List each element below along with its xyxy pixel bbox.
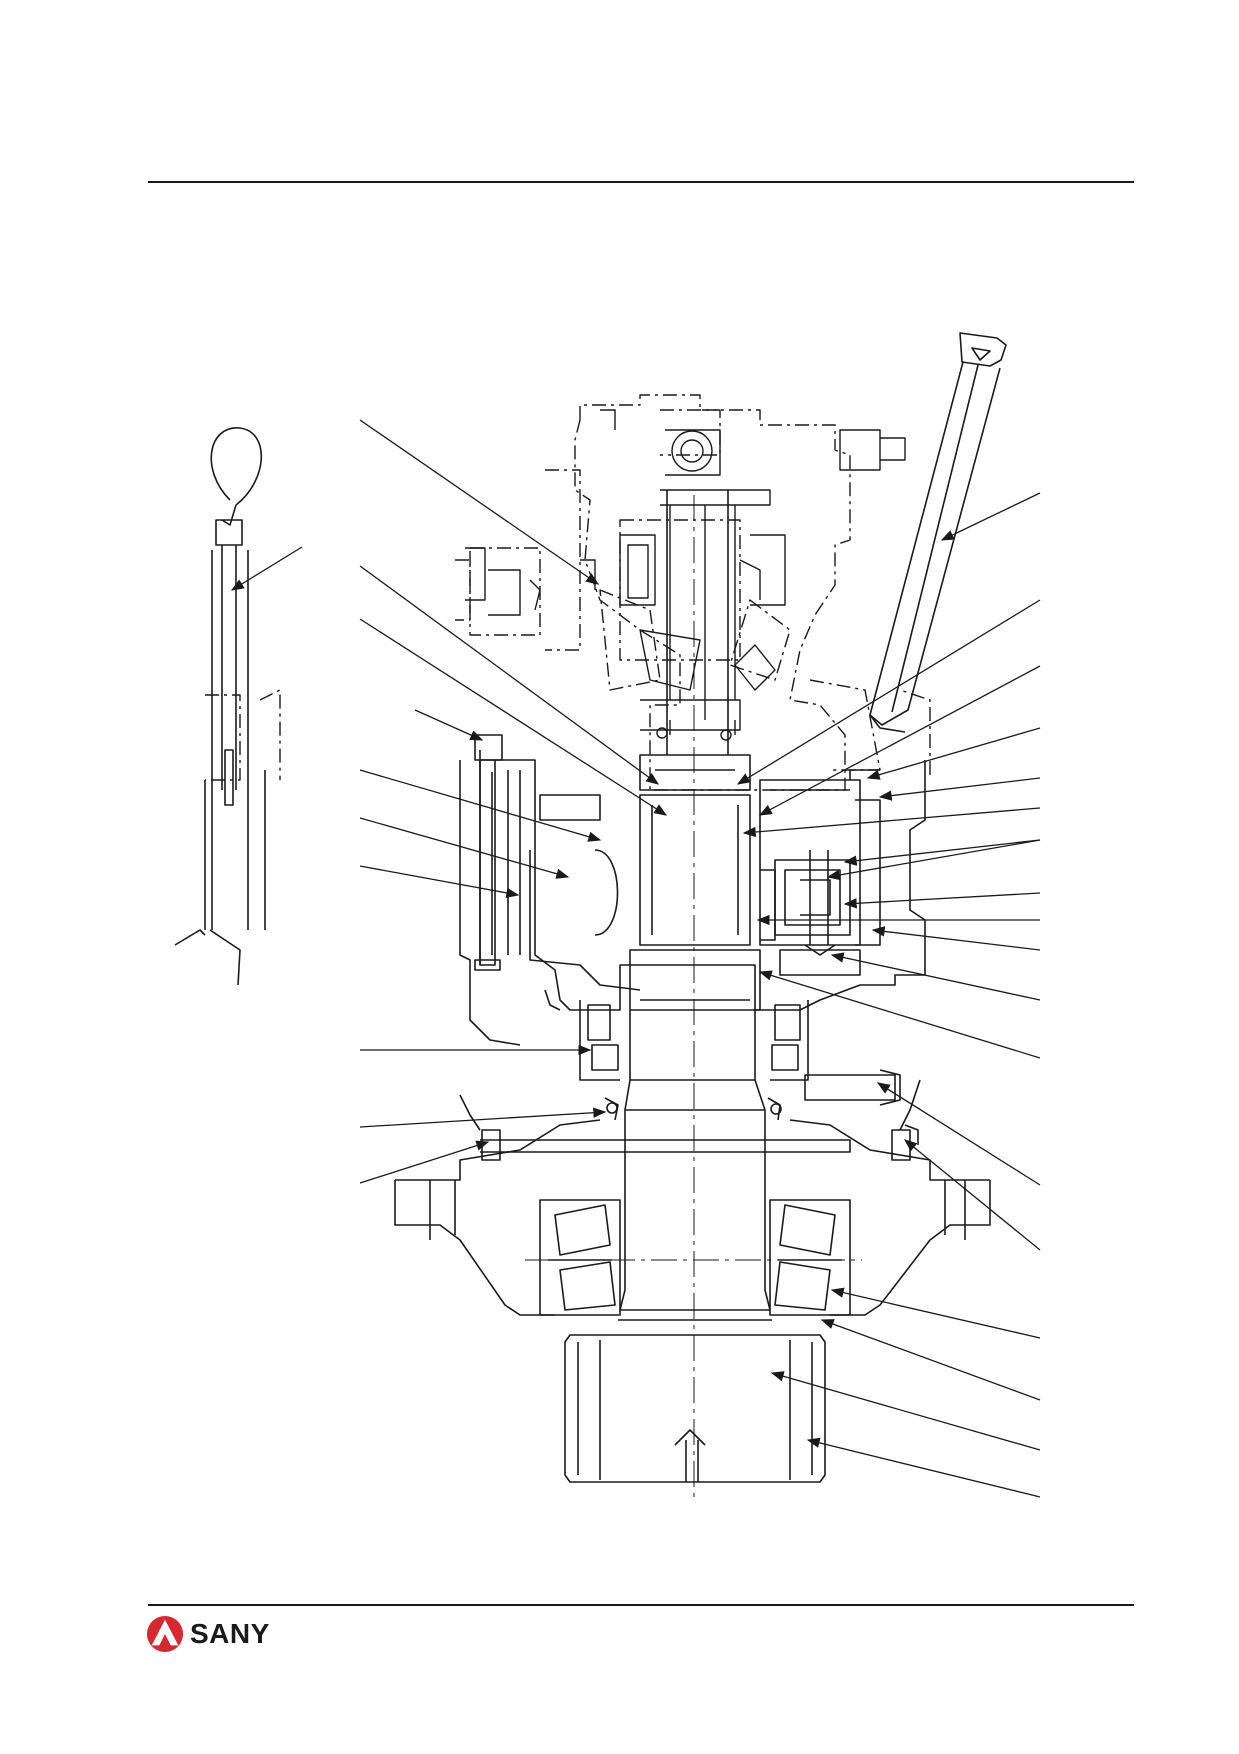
lower-bearing-left xyxy=(539,1199,621,1316)
upper-bearing-right xyxy=(770,1000,809,1081)
leader-14 xyxy=(758,665,1041,816)
leader-6 xyxy=(359,769,602,842)
lower-bearing-right xyxy=(769,1199,851,1316)
breather-pipe xyxy=(869,332,1007,733)
leader-17 xyxy=(742,807,1041,838)
leader-12 xyxy=(940,492,1041,541)
leader-30 xyxy=(806,1437,1041,1498)
leader-16 xyxy=(878,777,1041,801)
leader-29 xyxy=(770,1371,1041,1451)
through-bolts xyxy=(474,734,503,971)
lower-housing xyxy=(394,1079,991,1316)
leader-13 xyxy=(736,599,1041,785)
leader-2 xyxy=(230,546,303,591)
leader-27 xyxy=(830,1287,1041,1339)
leader-5 xyxy=(414,709,484,741)
leader-8 xyxy=(359,865,520,899)
oil-seal xyxy=(604,1097,782,1121)
drive-shaft-upper xyxy=(639,490,751,791)
level-gauge xyxy=(174,427,266,986)
plug-and-nipple xyxy=(480,1069,919,1161)
leader-19 xyxy=(826,839,1041,881)
leader-11 xyxy=(359,1140,490,1184)
pinion-gear xyxy=(564,1334,826,1483)
gear-housing xyxy=(459,750,926,1046)
planetary-gear-set xyxy=(759,769,881,976)
hydraulic-motor-detail xyxy=(465,409,906,741)
leader-23 xyxy=(830,952,1041,1001)
leader-26 xyxy=(903,1139,1041,1251)
upper-bearing-left xyxy=(579,1000,620,1081)
leader-lines xyxy=(230,419,1041,1498)
brand-name: SANY xyxy=(190,1618,270,1649)
leader-24 xyxy=(758,970,1041,1059)
footer-rule xyxy=(148,1604,1134,1606)
hydraulic-motor-outline xyxy=(205,394,931,791)
sany-logo-icon xyxy=(146,1615,184,1653)
sun-gear-and-carrier xyxy=(629,794,761,1011)
leader-4 xyxy=(359,618,668,816)
leader-7 xyxy=(359,817,570,879)
leader-20 xyxy=(843,892,1041,909)
leader-28 xyxy=(820,1319,1041,1401)
leader-22 xyxy=(871,926,1041,951)
leader-25 xyxy=(876,1082,1041,1186)
header-rule xyxy=(148,181,1134,183)
leader-18 xyxy=(843,839,1041,866)
output-shaft xyxy=(618,1010,772,1321)
brand-logo: SANY xyxy=(146,1614,270,1654)
leader-15 xyxy=(866,727,1041,780)
leader-10 xyxy=(359,1107,607,1128)
leader-3 xyxy=(359,565,660,785)
leader-1 xyxy=(359,419,600,585)
